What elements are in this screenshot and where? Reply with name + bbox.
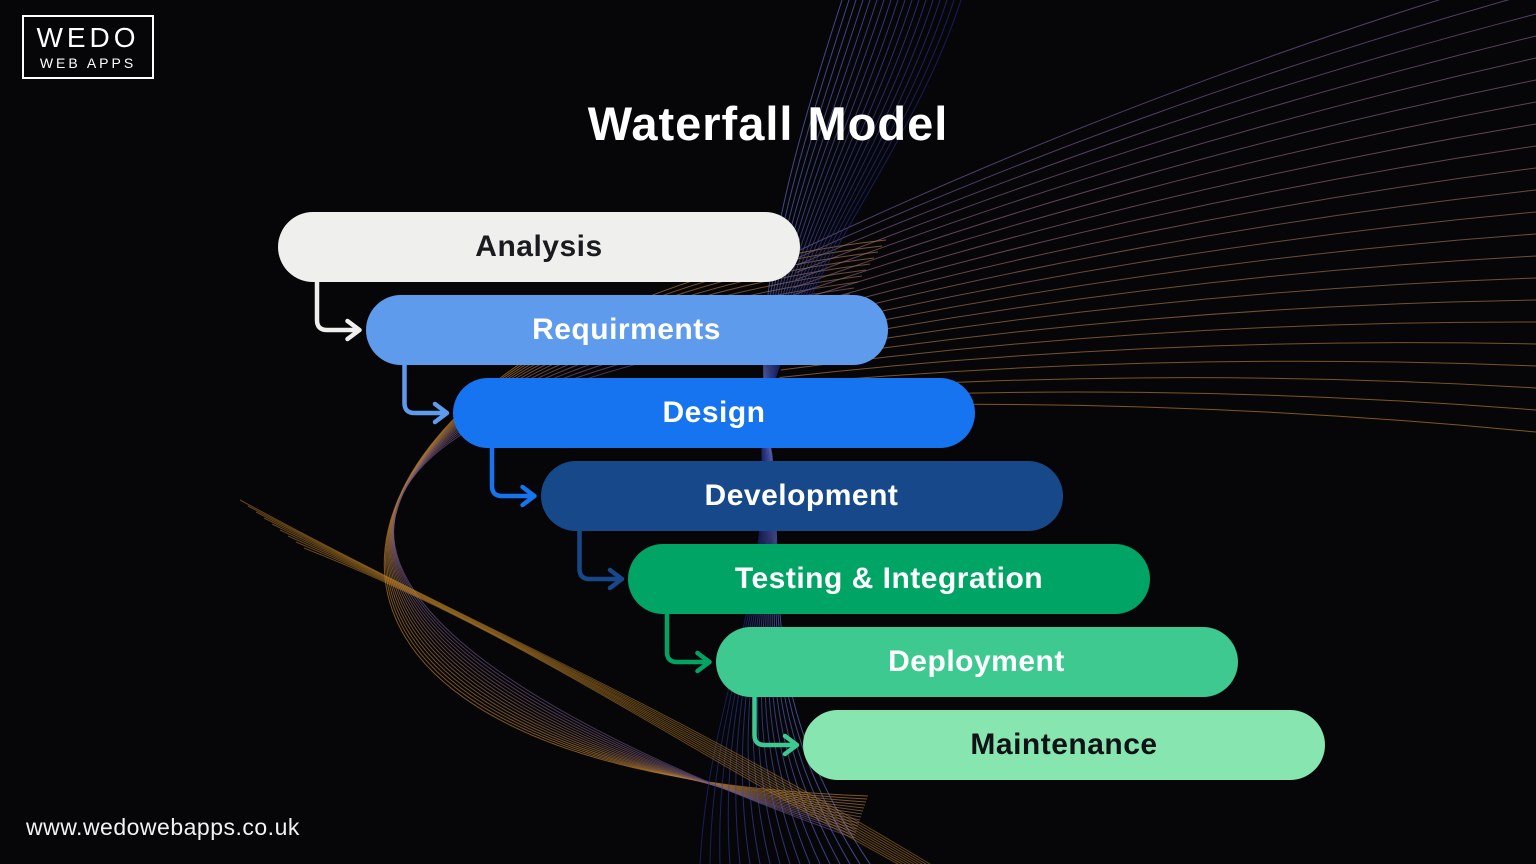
footer-website-url: www.wedowebapps.co.uk <box>26 814 300 840</box>
page-title: Waterfall Model <box>587 97 949 150</box>
stage-pill-deployment: Deployment <box>715 627 1238 697</box>
stage-pill-requirments: Requirments <box>365 295 888 365</box>
stage-pill-maintenance: Maintenance <box>803 710 1325 780</box>
logo-text-wedo: WEDO <box>36 22 140 53</box>
logo: WEDO WEB APPS <box>22 15 154 79</box>
stage-pill-testing-integration: Testing & Integration <box>628 544 1150 614</box>
stage-pill-design: Design <box>453 378 975 448</box>
stage-pill-analysis: Analysis <box>278 212 800 282</box>
stage-pill-development: Development <box>540 461 1063 531</box>
logo-text-webapps: WEB APPS <box>39 55 137 71</box>
